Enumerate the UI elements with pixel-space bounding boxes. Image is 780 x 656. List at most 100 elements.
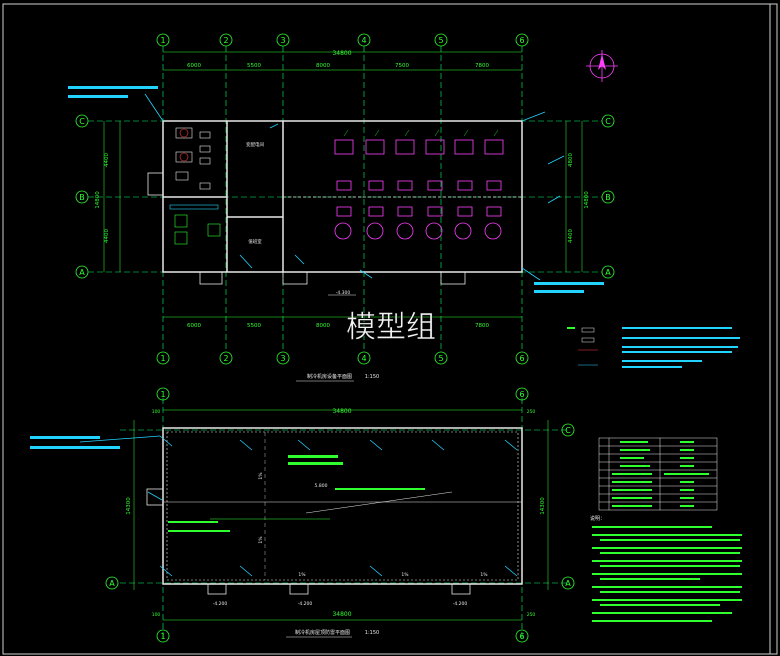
svg-text:1%: 1%: [480, 572, 488, 578]
svg-text:4400: 4400: [104, 229, 110, 243]
svg-text:2: 2: [223, 36, 228, 45]
svg-text:2: 2: [223, 354, 228, 363]
svg-text:6: 6: [519, 36, 524, 45]
svg-text:A: A: [79, 268, 85, 277]
bottom-total-dim: 34800: [332, 408, 351, 415]
axis-bubble-6: 6: [515, 33, 529, 47]
svg-text:6000: 6000: [187, 323, 201, 329]
axis-bubble-4: 4: [357, 33, 371, 47]
drawing-frame: [2, 3, 778, 655]
svg-text:1%: 1%: [401, 572, 409, 578]
svg-text:7800: 7800: [475, 323, 489, 329]
svg-text:C: C: [565, 426, 571, 435]
svg-text:1: 1: [160, 390, 165, 399]
legend: [567, 327, 740, 368]
room-label-switchgear: 变配电间: [246, 141, 264, 148]
top-total-dim: 34800: [332, 50, 351, 57]
top-leader-arrows: [144, 93, 565, 281]
top-level-mark: -4.300: [336, 290, 351, 296]
equipment-table: [598, 437, 718, 511]
bottom-plan-title: 制冷机房屋顶防雷平面图: [295, 629, 350, 636]
svg-text:8000: 8000: [316, 323, 330, 329]
svg-text:7800: 7800: [475, 63, 489, 69]
svg-text:A: A: [565, 579, 571, 588]
notes-text: [592, 526, 742, 622]
svg-text:4800: 4800: [568, 153, 574, 167]
svg-text:A: A: [109, 579, 115, 588]
svg-text:6: 6: [519, 390, 524, 399]
top-dimensions: [103, 51, 583, 318]
svg-text:6000: 6000: [187, 63, 201, 69]
svg-text:14800: 14800: [584, 191, 590, 209]
axis-bubbles-top: 1 2 3 4 5 6: [156, 33, 529, 47]
roof-height: 5.800: [315, 483, 328, 489]
top-annotation-blocks: [68, 86, 604, 293]
svg-text:100: 100: [152, 612, 161, 618]
pump-row-3: [336, 206, 502, 217]
svg-text:7500: 7500: [395, 63, 409, 69]
table-text-blocks: [612, 441, 709, 507]
svg-text:-4.200: -4.200: [213, 601, 228, 607]
svg-text:1%: 1%: [298, 572, 306, 578]
svg-text:250: 250: [527, 409, 536, 415]
top-plan-title: 制冷机房设备平面图: [307, 373, 352, 380]
top-entrances: [147, 172, 466, 285]
svg-text:-4.200: -4.200: [453, 601, 468, 607]
svg-text:8000: 8000: [316, 63, 330, 69]
electrical-panels: [169, 127, 221, 245]
bottom-axis-bubbles: 1 6 1 6 C A A: [105, 387, 575, 643]
svg-text:4400: 4400: [104, 153, 110, 167]
svg-text:C: C: [79, 117, 85, 126]
top-plan-scale: 1:150: [365, 374, 379, 380]
svg-text:B: B: [605, 193, 611, 202]
svg-text:3: 3: [280, 354, 285, 363]
axis-bubble-3: 3: [276, 33, 290, 47]
svg-text:1: 1: [160, 632, 165, 641]
svg-text:6: 6: [519, 632, 524, 641]
svg-text:250: 250: [527, 612, 536, 618]
watermark: 模型组: [346, 310, 436, 345]
svg-text:14300: 14300: [540, 497, 546, 515]
svg-text:4: 4: [361, 36, 366, 45]
svg-text:14800: 14800: [95, 191, 101, 209]
pump-row-2: [336, 180, 502, 191]
svg-text:5: 5: [438, 354, 443, 363]
svg-text:B: B: [79, 193, 85, 202]
svg-text:6: 6: [519, 354, 524, 363]
chiller-row-1: [334, 139, 504, 155]
svg-text:34800: 34800: [332, 611, 351, 618]
top-axis-lines: [88, 46, 602, 350]
svg-text:5: 5: [438, 36, 443, 45]
svg-text:1: 1: [160, 354, 165, 363]
svg-text:5500: 5500: [247, 63, 261, 69]
svg-text:4: 4: [361, 354, 366, 363]
device-tags: [343, 129, 499, 137]
tank-row-4: [334, 222, 502, 240]
room-label-duty: 值班室: [248, 238, 262, 245]
notes-label: 说明：: [590, 515, 605, 522]
roof-outline: [162, 427, 523, 585]
roof-arrows: [79, 435, 518, 577]
top-walls: [162, 120, 523, 273]
svg-text:5500: 5500: [247, 323, 261, 329]
svg-text:1%: 1%: [258, 472, 264, 480]
svg-text:4400: 4400: [568, 229, 574, 243]
svg-text:C: C: [605, 117, 611, 126]
axis-bubbles-left: C B A: [75, 114, 89, 279]
bottom-plan: 1 6 1 6 C A A 34800 34800 100 250 100 25…: [30, 387, 575, 643]
bottom-plan-scale: 1:150: [365, 630, 379, 636]
axis-bubble-1: 1: [156, 33, 170, 47]
axis-bubbles-bottom: 1 2 3 4 5 6: [156, 351, 529, 365]
svg-text:14300: 14300: [126, 497, 132, 515]
axis-bubble-5: 5: [434, 33, 448, 47]
svg-text:100: 100: [152, 409, 161, 415]
north-arrow: [586, 50, 618, 82]
axis-bubbles-right: C B A: [601, 114, 615, 279]
axis-bubble-2: 2: [219, 33, 233, 47]
svg-text:1: 1: [160, 36, 165, 45]
svg-text:A: A: [605, 268, 611, 277]
top-plan: 1 2 3 4 5 6 1 2 3 4 5 6 C B A C B A: [68, 33, 615, 382]
svg-text:1%: 1%: [258, 536, 264, 544]
svg-text:-4.200: -4.200: [298, 601, 313, 607]
